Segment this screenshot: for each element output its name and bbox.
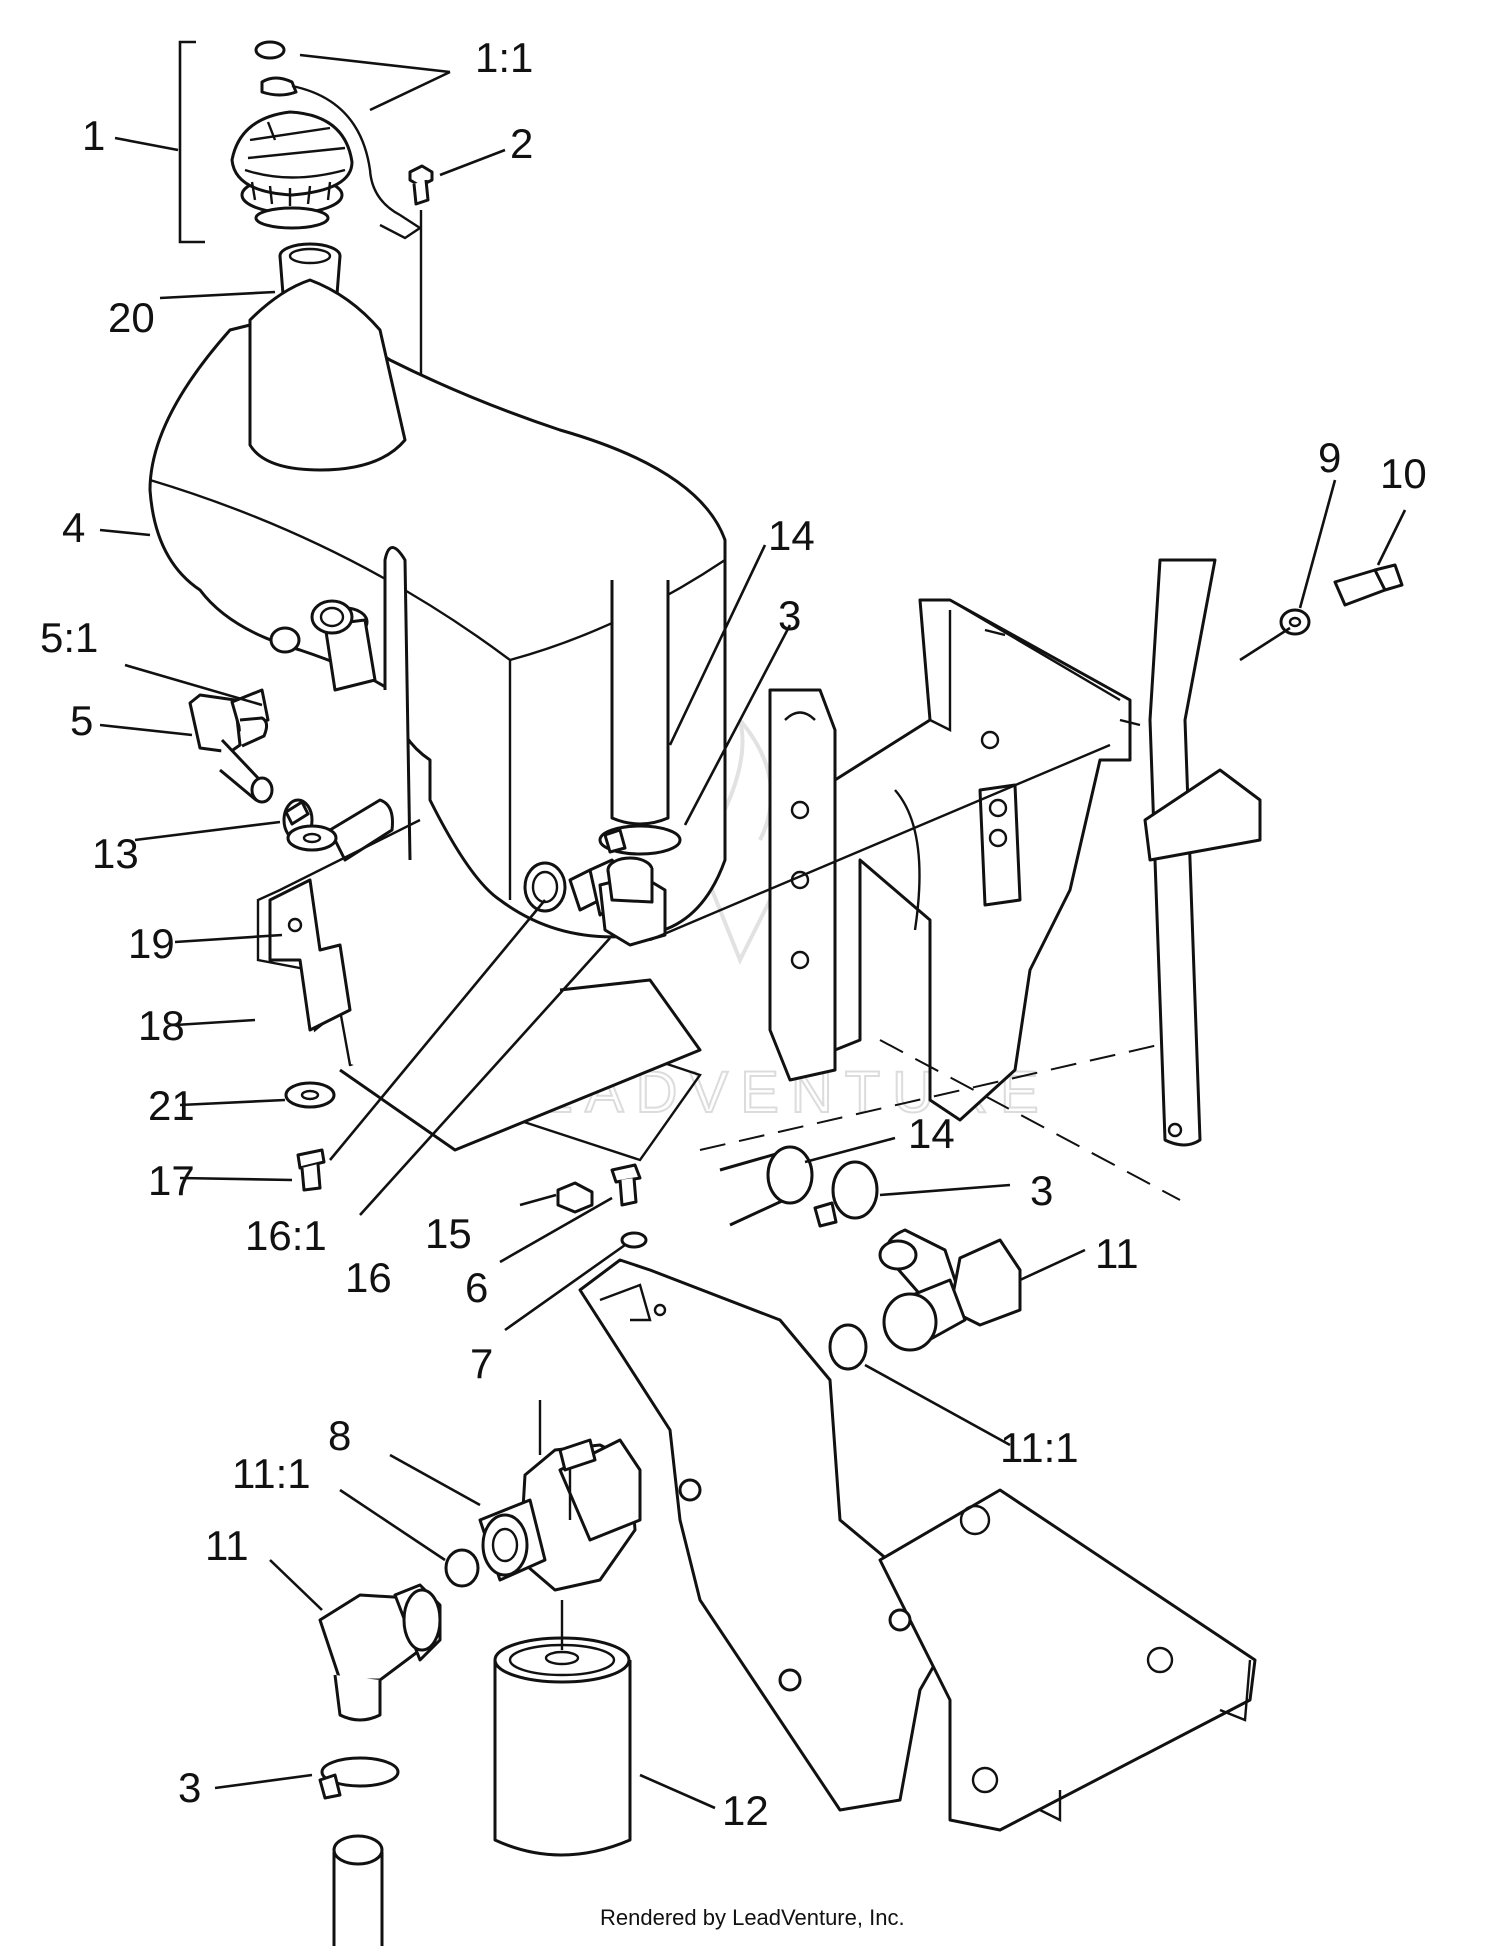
hydraulic-tank-part-4 [148, 278, 727, 939]
callout-11-1-right: 11:1 [1000, 1424, 1079, 1471]
callout-19: 19 [128, 920, 175, 967]
hose-clamp-part-3-upper [598, 824, 682, 856]
callout-8: 8 [328, 1412, 351, 1459]
filler-cap-assembly [178, 40, 423, 244]
render-credit: Rendered by LeadVenture, Inc. [600, 1905, 905, 1930]
hose-clamp-part-3-bottom [318, 1756, 400, 1800]
callout-14-upper: 14 [768, 512, 815, 559]
callout-11-right: 11 [1095, 1230, 1139, 1277]
handle-tube [1143, 558, 1262, 1147]
callout-11-left: 11 [205, 1522, 249, 1569]
elbow-fitting-part-11-right [878, 1228, 1022, 1352]
callout-16-1: 16:1 [245, 1212, 327, 1259]
elbow-fitting-part-11-left [318, 1583, 442, 1722]
hose-clamp-part-3-lower [813, 1160, 879, 1228]
screw-part-17 [296, 1148, 326, 1192]
filter-head-part-8 [478, 1400, 642, 1592]
filter-mount-bracket [578, 1258, 1257, 1832]
callout-13: 13 [92, 830, 139, 877]
callout-7: 7 [470, 1340, 493, 1387]
hose-part-14-lower [719, 1145, 814, 1227]
oil-filter-part-12 [493, 1600, 632, 1857]
tank-mount-bracket-part-18 [256, 818, 702, 1162]
callout-9: 9 [1318, 434, 1341, 481]
washer-part-21 [284, 1081, 336, 1109]
callout-11-1-left: 11:1 [232, 1450, 311, 1497]
callout-10: 10 [1380, 450, 1427, 497]
o-ring-part-11-1-left [444, 1548, 480, 1588]
callout-5-1: 5:1 [40, 614, 98, 661]
screw-part-6 [610, 1163, 642, 1207]
leader-lines [99, 53, 1407, 1810]
callout-3-bottom: 3 [178, 1764, 201, 1811]
callout-20: 20 [108, 294, 155, 341]
callout-15: 15 [425, 1210, 472, 1257]
callout-labels: 1:1 1 2 20 4 5:1 5 13 19 18 21 17 16:1 1… [40, 34, 1427, 1834]
callout-1-1: 1:1 [475, 34, 533, 81]
callout-21: 21 [148, 1082, 195, 1129]
callout-12: 12 [722, 1787, 769, 1834]
screw-part-2 [408, 164, 434, 485]
elbow-fitting-part-16 [523, 856, 667, 947]
callout-17: 17 [148, 1157, 195, 1204]
callout-2: 2 [510, 120, 533, 167]
elbow-fitting-part-5 [188, 599, 354, 804]
callout-3-lower: 3 [1030, 1167, 1053, 1214]
bolt-part-10 [1333, 563, 1404, 607]
callout-16: 16 [345, 1254, 392, 1301]
callout-14-lower: 14 [908, 1110, 955, 1157]
lockwasher-part-7 [620, 1231, 648, 1249]
o-ring-part-11-1-right [828, 1323, 868, 1371]
callout-6: 6 [465, 1264, 488, 1311]
hose-part-14-upper [610, 580, 670, 826]
callout-18: 18 [138, 1002, 185, 1049]
nut-part-15 [556, 1181, 594, 1214]
callout-5: 5 [70, 697, 93, 744]
washer-part-19 [286, 824, 338, 852]
callout-3-upper: 3 [778, 592, 801, 639]
hose-bottom [332, 1834, 384, 1946]
frame-structure [649, 598, 1181, 1201]
callout-4: 4 [62, 504, 85, 551]
callout-1: 1 [82, 112, 105, 159]
